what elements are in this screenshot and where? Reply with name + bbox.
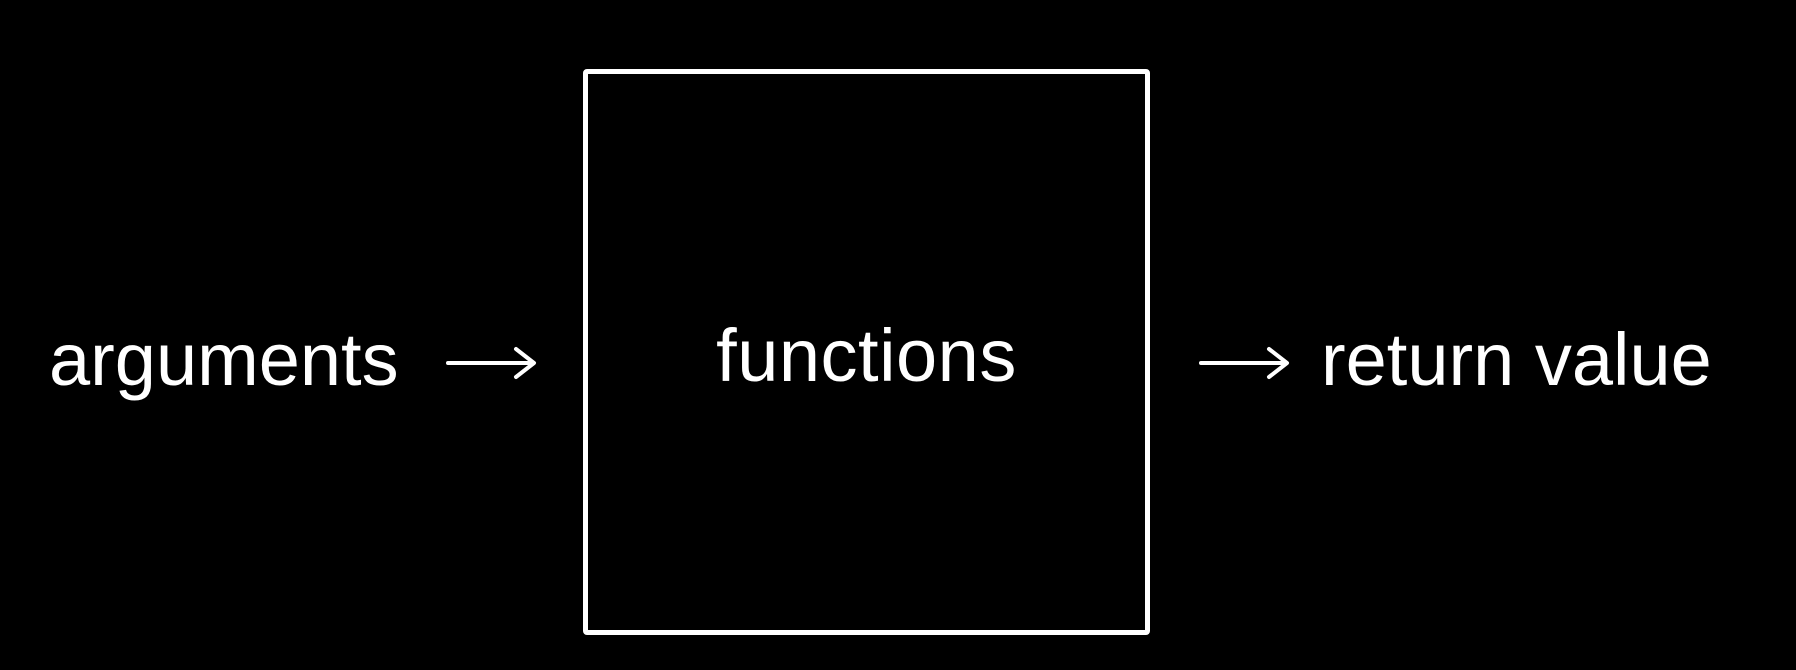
return-value-label: return value xyxy=(1321,318,1712,401)
right-arrow-icon xyxy=(446,347,536,379)
functions-box: functions xyxy=(583,69,1150,635)
arguments-label: arguments xyxy=(49,318,399,401)
right-arrow-icon xyxy=(1199,347,1289,379)
functions-label: functions xyxy=(716,314,1017,397)
